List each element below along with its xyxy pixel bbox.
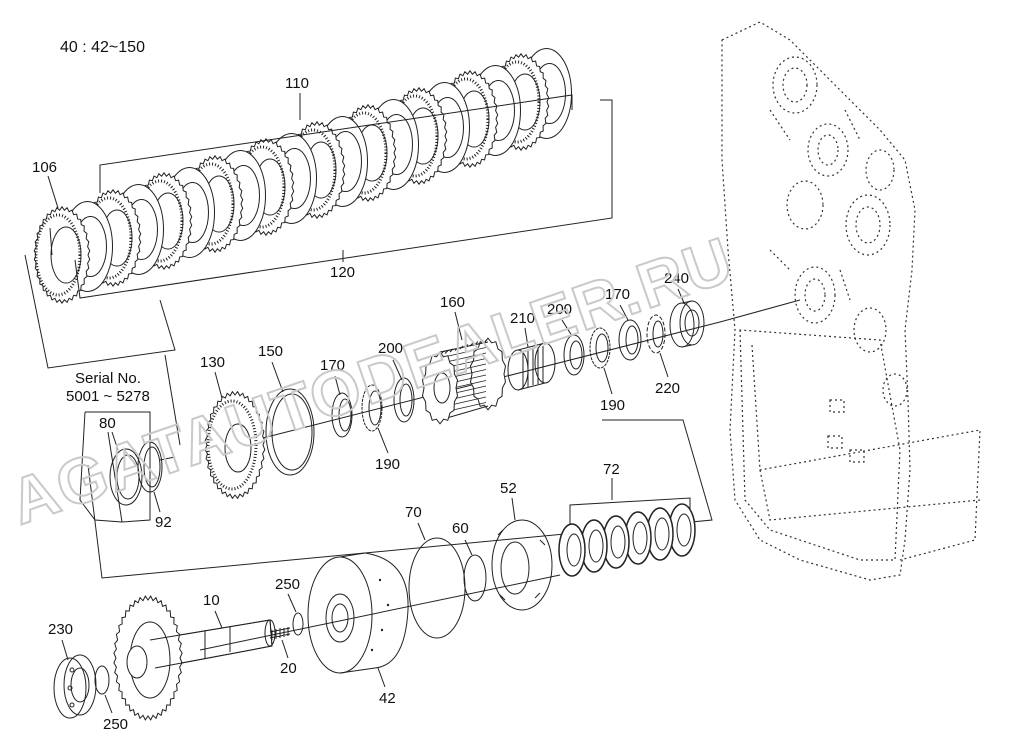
label-110: 110	[285, 75, 309, 92]
label-80: 80	[99, 415, 116, 432]
label-106: 106	[32, 159, 57, 176]
piston-52	[491, 519, 553, 611]
label-72: 72	[603, 461, 620, 478]
label-250-lower: 250	[103, 716, 128, 733]
bearing-230	[53, 654, 97, 719]
transmission-housing	[721, 21, 981, 581]
label-120: 120	[330, 264, 355, 281]
gear-160	[421, 337, 507, 425]
ring-150	[265, 388, 315, 476]
label-10: 10	[203, 592, 220, 609]
label-150: 150	[258, 343, 283, 360]
bracket-120	[74, 99, 613, 299]
clutch-plate-stack	[33, 48, 572, 304]
label-70: 70	[405, 504, 422, 521]
label-230: 230	[48, 621, 73, 638]
label-210: 210	[510, 310, 535, 327]
label-130: 130	[200, 354, 225, 371]
label-200-right: 200	[547, 301, 572, 318]
ring-80	[109, 448, 143, 506]
label-190-right: 190	[600, 397, 625, 414]
label-60: 60	[452, 520, 469, 537]
ring-250-upper	[292, 612, 304, 636]
bracket-72	[569, 497, 691, 525]
label-42: 42	[379, 690, 396, 707]
label-170-left: 170	[320, 357, 345, 374]
ring-70	[408, 537, 466, 639]
bracket-left	[24, 254, 176, 369]
bracket-110	[99, 94, 573, 193]
label-190-left: 190	[375, 456, 400, 473]
label-52: 52	[500, 480, 517, 497]
range-header: 40 : 42~150	[60, 39, 145, 56]
label-92: 92	[155, 514, 172, 531]
clutch-drum-42	[307, 552, 409, 674]
needle-bearing-210	[507, 342, 556, 391]
spring-stack-72	[558, 503, 696, 577]
clutch-plate	[33, 205, 91, 304]
label-160: 160	[440, 294, 465, 311]
shaft-gear-10	[113, 595, 276, 721]
washers-right	[563, 314, 666, 376]
ring-92	[137, 441, 163, 493]
serial-no-label: Serial No.	[75, 370, 141, 387]
label-240: 240	[664, 270, 689, 287]
label-20: 20	[280, 660, 297, 677]
gear-disc-130	[204, 390, 266, 500]
label-250-upper: 250	[275, 576, 300, 593]
label-220: 220	[655, 380, 680, 397]
washers-170-190-200-left	[331, 377, 415, 438]
label-170-right: 170	[605, 286, 630, 303]
bracket-mid	[87, 419, 713, 579]
serial-range-label: 5001 ~ 5278	[66, 388, 150, 405]
serial-box	[85, 411, 151, 523]
ring-250-lower	[94, 665, 110, 695]
label-200-left: 200	[378, 340, 403, 357]
shaft-axis	[254, 299, 801, 441]
